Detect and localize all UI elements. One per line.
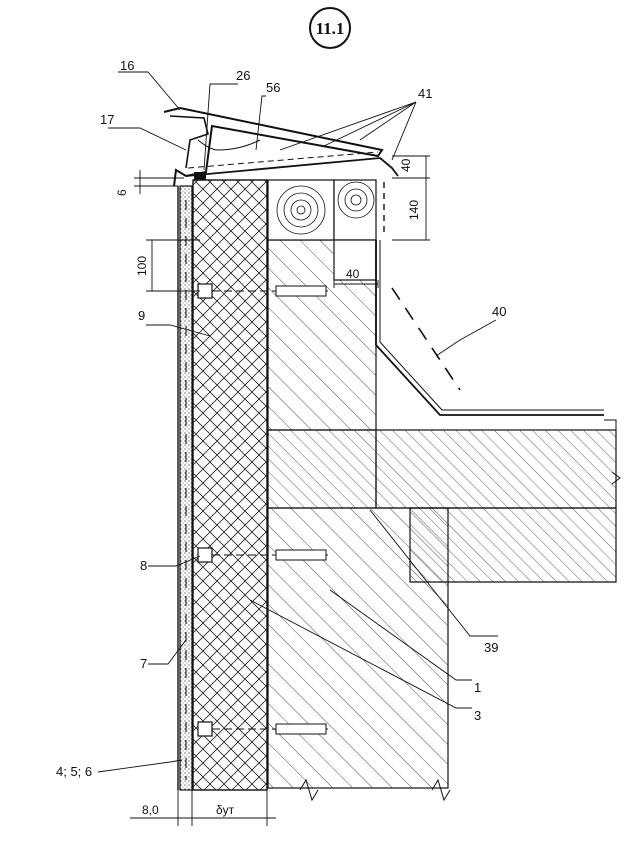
break-mark	[299, 778, 451, 802]
label-4-5-6: 4; 5; 6	[56, 764, 92, 779]
label-17: 17	[100, 112, 114, 127]
dim-40-mid: 40	[346, 267, 360, 281]
label-3: 3	[474, 708, 481, 723]
roof-membrane	[375, 182, 604, 416]
floor-slab	[375, 419, 621, 583]
anchor-middle	[197, 547, 330, 563]
render-layer	[177, 185, 193, 791]
masonry-wall	[267, 239, 449, 789]
leader-lines	[97, 71, 498, 773]
insulation-layer	[192, 179, 268, 791]
anchor-bottom	[197, 721, 330, 737]
label-1: 1	[474, 680, 481, 695]
dim-40-top: 40	[399, 158, 413, 172]
dim-8: 8,0	[142, 803, 159, 817]
dim-6: 6	[115, 189, 129, 196]
label-7: 7	[140, 656, 147, 671]
label-9: 9	[138, 308, 145, 323]
label-56: 56	[266, 80, 280, 95]
label-8: 8	[140, 558, 147, 573]
label-40: 40	[492, 304, 506, 319]
wooden-beams	[267, 179, 377, 281]
dimension-lines	[130, 155, 430, 826]
title-badge: 11.1	[309, 7, 351, 49]
callout-labels: 16 26 56 41 17 9 40 8 39 7 1 3 4; 5; 6	[56, 58, 506, 779]
dim-140: 140	[407, 200, 421, 220]
dimension-text: 6 100 40 140 40 8,0 δут	[115, 158, 421, 817]
label-16: 16	[120, 58, 134, 73]
label-26: 26	[236, 68, 250, 83]
label-39: 39	[484, 640, 498, 655]
label-41: 41	[418, 86, 432, 101]
anchor-top	[197, 283, 330, 299]
dim-delta-ut: δут	[216, 803, 235, 817]
dim-100: 100	[135, 256, 149, 276]
parapet-flashing	[163, 106, 399, 187]
title-text: 11.1	[316, 19, 345, 38]
